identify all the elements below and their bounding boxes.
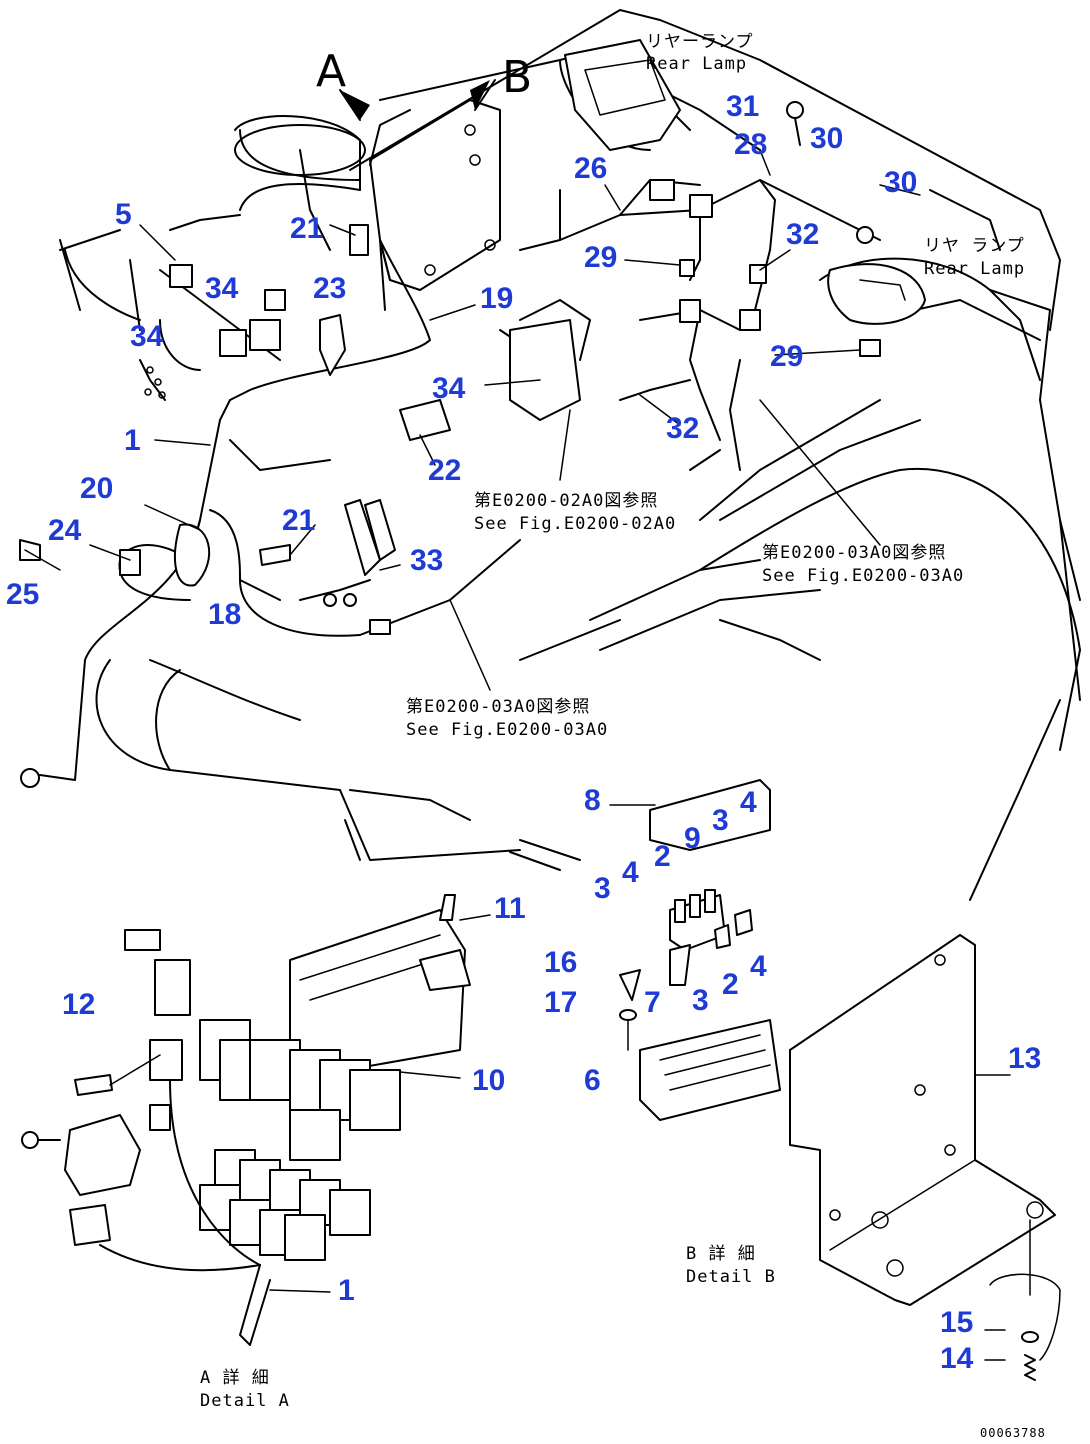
callout-24: 24 bbox=[48, 514, 82, 547]
callout-30: 30 bbox=[810, 122, 844, 155]
controller-box bbox=[369, 99, 501, 291]
callout-32: 32 bbox=[666, 412, 700, 445]
callout-34: 34 bbox=[432, 372, 466, 405]
ref-note-3-en: See Fig.E0200-03A0 bbox=[406, 720, 609, 740]
callout-7: 7 bbox=[644, 986, 661, 1019]
callout-5: 5 bbox=[115, 198, 132, 231]
callout-10: 10 bbox=[472, 1064, 506, 1097]
detail-b-jp: B 詳 細 bbox=[686, 1244, 756, 1264]
callout-9: 9 bbox=[684, 822, 701, 855]
callout-29: 29 bbox=[770, 340, 804, 373]
callout-16: 16 bbox=[544, 946, 578, 979]
detail-a-jp: A 詳 細 bbox=[200, 1368, 270, 1388]
callout-29: 29 bbox=[584, 241, 618, 274]
leader-lines bbox=[24, 149, 921, 806]
rear-lamp-right bbox=[827, 263, 926, 325]
callout-3: 3 bbox=[594, 872, 611, 905]
callout-17: 17 bbox=[544, 986, 578, 1019]
steering-wheel bbox=[234, 124, 366, 251]
callout-28: 28 bbox=[734, 128, 768, 161]
callout-20: 20 bbox=[80, 472, 114, 505]
ref-note-1-jp: 第E0200-02A0図参照 bbox=[474, 491, 659, 511]
callout-34: 34 bbox=[205, 272, 239, 305]
callout-3: 3 bbox=[692, 984, 709, 1017]
ref-note-3-jp: 第E0200-03A0図参照 bbox=[406, 697, 591, 717]
callout-1: 1 bbox=[124, 424, 141, 457]
callout-25: 25 bbox=[6, 578, 40, 611]
callout-23: 23 bbox=[313, 272, 347, 305]
rear-lamp-right-jp: リヤ ランプ bbox=[924, 236, 1025, 256]
callout-3: 3 bbox=[712, 804, 729, 837]
rear-lamp-top-jp: リヤーランプ bbox=[646, 32, 754, 52]
callout-21: 21 bbox=[290, 212, 324, 245]
callout-4: 4 bbox=[750, 950, 767, 983]
detail-a-en: Detail A bbox=[200, 1391, 290, 1411]
callout-33: 33 bbox=[410, 544, 444, 577]
callout-22: 22 bbox=[428, 454, 462, 487]
callout-21: 21 bbox=[282, 504, 316, 537]
callout-34: 34 bbox=[130, 320, 164, 353]
callout-11: 11 bbox=[494, 892, 526, 925]
view-label-b: B bbox=[502, 52, 533, 103]
callout-2: 2 bbox=[722, 968, 739, 1001]
callout-15: 15 bbox=[940, 1306, 974, 1339]
detail-b-en: Detail B bbox=[686, 1267, 776, 1287]
bracket-plate bbox=[789, 934, 1061, 1381]
callout-4: 4 bbox=[622, 856, 639, 889]
connectors bbox=[19, 101, 881, 788]
rear-lamp-top-en: Rear Lamp bbox=[646, 54, 748, 74]
callout-14: 14 bbox=[940, 1342, 974, 1375]
ref-note-1-en: See Fig.E0200-02A0 bbox=[474, 514, 677, 534]
view-label-a: A bbox=[316, 46, 347, 97]
ref-note-2-jp: 第E0200-03A0図参照 bbox=[762, 543, 947, 563]
callout-26: 26 bbox=[574, 152, 608, 185]
relay-panel bbox=[21, 894, 491, 1346]
callout-18: 18 bbox=[208, 598, 242, 631]
callout-4: 4 bbox=[740, 786, 757, 819]
ref-note-2-en: See Fig.E0200-03A0 bbox=[762, 566, 965, 586]
drawing-code: 00063788 bbox=[980, 1426, 1046, 1440]
callout-12: 12 bbox=[62, 988, 96, 1021]
callout-30: 30 bbox=[884, 166, 918, 199]
rear-lamp-right-en: Rear Lamp bbox=[924, 259, 1026, 279]
callout-8: 8 bbox=[584, 784, 601, 817]
rear-lamp-left bbox=[564, 39, 681, 151]
callout-32: 32 bbox=[786, 218, 820, 251]
callout-31: 31 bbox=[726, 90, 760, 123]
fuse-box-assembly bbox=[619, 779, 781, 1121]
callout-6: 6 bbox=[584, 1064, 601, 1097]
callout-19: 19 bbox=[480, 282, 514, 315]
callout-1: 1 bbox=[338, 1274, 355, 1307]
callout-2: 2 bbox=[654, 840, 671, 873]
callout-13: 13 bbox=[1008, 1042, 1042, 1075]
view-arrows bbox=[339, 79, 496, 121]
